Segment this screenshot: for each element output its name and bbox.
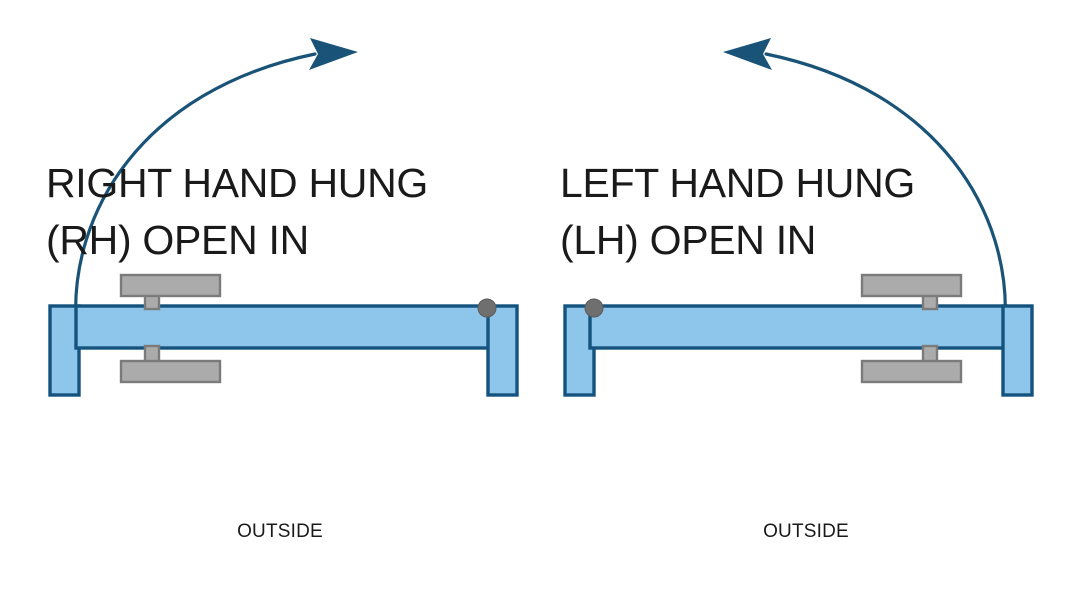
door-handle-lower (860, 344, 963, 384)
door-panel (588, 304, 1008, 350)
door-frame-jamb-right (1001, 304, 1034, 397)
hinge-pin-icon (584, 298, 604, 318)
door-handle-upper (860, 273, 963, 311)
door-frame-jamb-hinge (486, 304, 519, 397)
diagram-right-hand-hung (48, 38, 519, 397)
arrowhead-right-icon (309, 38, 358, 70)
swing-arc-right-hand (74, 38, 358, 324)
diagram-left-hand-hung (563, 38, 1034, 397)
arrowhead-left-icon (723, 38, 772, 70)
outside-label-left-hand-hung: OUTSIDE (763, 521, 849, 542)
door-panel (74, 304, 494, 350)
door-handle-lower (119, 344, 222, 384)
swing-arc-left-hand (723, 38, 1007, 324)
outside-label-right-hand-hung: OUTSIDE (237, 521, 323, 542)
hinge-pin-icon (477, 298, 497, 318)
door-handle-upper (119, 273, 222, 311)
door-frame-jamb-left (48, 304, 81, 397)
